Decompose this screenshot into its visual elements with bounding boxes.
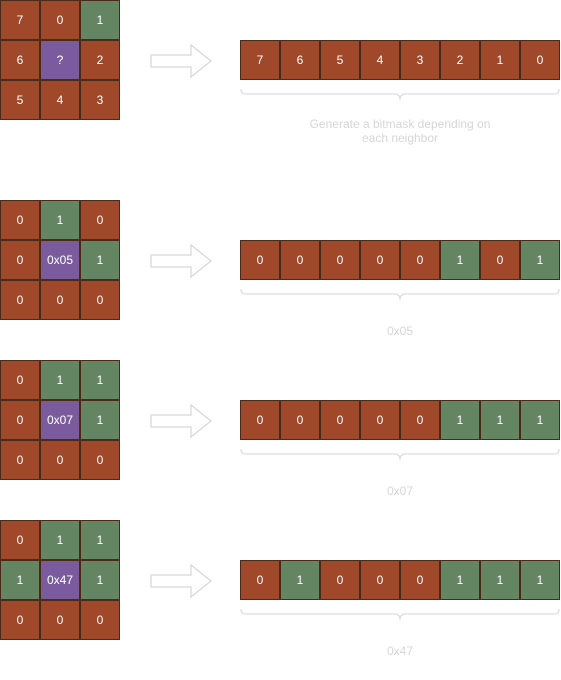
bit-cell: 1 — [520, 400, 560, 440]
neighbor-cell: 6 — [0, 40, 40, 80]
caption-line: 0x07 — [386, 484, 414, 498]
bitmask-caption: 0x05 — [290, 324, 510, 338]
center-cell: 0x07 — [40, 400, 80, 440]
bit-cell: 0 — [240, 560, 280, 600]
neighbor-cell: 0 — [0, 360, 40, 400]
neighbor-cell: 0 — [0, 200, 40, 240]
bit-cell: 0 — [280, 400, 320, 440]
right-arrow-icon — [150, 564, 212, 598]
bit-cell: 0 — [280, 240, 320, 280]
bit-cell: 1 — [440, 560, 480, 600]
bit-cell: 0 — [400, 560, 440, 600]
bit-cell: 0 — [360, 560, 400, 600]
neighbor-cell: 0 — [0, 600, 40, 640]
curly-brace-icon — [240, 288, 560, 301]
bit-cell: 0 — [480, 240, 520, 280]
bit-cell: 0 — [320, 560, 360, 600]
bit-cell: 0 — [400, 240, 440, 280]
bit-cell: 1 — [520, 240, 560, 280]
neighbor-cell: 1 — [80, 400, 120, 440]
neighbor-cell: 0 — [80, 200, 120, 240]
neighbor-cell: 0 — [0, 440, 40, 480]
neighbor-cell: 2 — [80, 40, 120, 80]
neighbor-cell: 3 — [80, 80, 120, 120]
neighbor-cell: 1 — [80, 520, 120, 560]
bit-cell: 7 — [240, 40, 280, 80]
bit-cell: 1 — [480, 400, 520, 440]
neighbor-cell: 7 — [0, 0, 40, 40]
neighbor-cell: 1 — [80, 360, 120, 400]
neighbor-cell: 0 — [0, 520, 40, 560]
neighbor-cell: 1 — [40, 360, 80, 400]
bit-cell: 0 — [240, 400, 280, 440]
caption-line: each neighbor — [361, 131, 439, 145]
bit-cell: 0 — [320, 400, 360, 440]
neighbor-cell: 0 — [80, 600, 120, 640]
neighbor-cell: 1 — [80, 0, 120, 40]
bit-cell: 0 — [520, 40, 560, 80]
neighbor-cell: 0 — [80, 280, 120, 320]
bit-cell: 1 — [520, 560, 560, 600]
bit-cell: 0 — [360, 240, 400, 280]
bit-cell: 0 — [360, 400, 400, 440]
bit-cell: 4 — [360, 40, 400, 80]
bit-cell: 1 — [280, 560, 320, 600]
bit-cell: 1 — [440, 400, 480, 440]
right-arrow-icon — [150, 244, 212, 278]
bit-cell: 6 — [280, 40, 320, 80]
neighbor-cell: 5 — [0, 80, 40, 120]
neighbor-cell: 0 — [40, 600, 80, 640]
center-cell: 0x47 — [40, 560, 80, 600]
neighbor-cell: 0 — [40, 0, 80, 40]
bit-cell: 1 — [440, 240, 480, 280]
neighbor-cell: 0 — [0, 400, 40, 440]
neighbor-cell: 0 — [40, 280, 80, 320]
caption-line: 0x47 — [386, 644, 414, 658]
neighbor-cell: 0 — [0, 240, 40, 280]
bit-cell: 0 — [400, 400, 440, 440]
neighbor-cell: 1 — [0, 560, 40, 600]
right-arrow-icon — [150, 44, 212, 78]
neighbor-cell: 0 — [80, 440, 120, 480]
neighbor-cell: 1 — [40, 200, 80, 240]
bit-cell: 0 — [240, 240, 280, 280]
curly-brace-icon — [240, 88, 560, 101]
bitmask-caption: 0x47 — [290, 644, 510, 658]
bit-cell: 3 — [400, 40, 440, 80]
right-arrow-icon — [150, 404, 212, 438]
bit-cell: 2 — [440, 40, 480, 80]
curly-brace-icon — [240, 608, 560, 621]
bit-cell: 0 — [320, 240, 360, 280]
curly-brace-icon — [240, 448, 560, 461]
bit-cell: 1 — [480, 40, 520, 80]
caption-line: Generate a bitmask depending on — [309, 117, 491, 131]
center-cell: 0x05 — [40, 240, 80, 280]
neighbor-cell: 1 — [80, 560, 120, 600]
bitmask-caption: 0x07 — [290, 484, 510, 498]
center-cell: ? — [40, 40, 80, 80]
caption-line: 0x05 — [386, 324, 414, 338]
neighbor-cell: 4 — [40, 80, 80, 120]
neighbor-cell: 1 — [40, 520, 80, 560]
bit-cell: 5 — [320, 40, 360, 80]
neighbor-cell: 1 — [80, 240, 120, 280]
neighbor-cell: 0 — [0, 280, 40, 320]
neighbor-cell: 0 — [40, 440, 80, 480]
bit-cell: 1 — [480, 560, 520, 600]
